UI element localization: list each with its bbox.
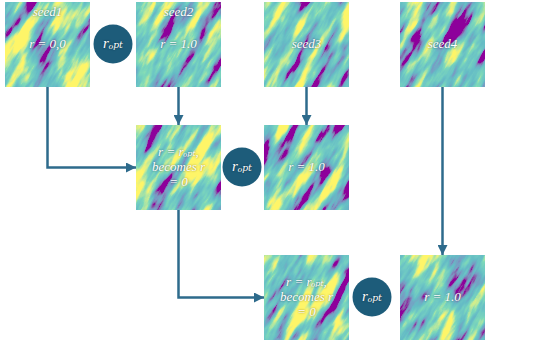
noise-tile: seed3: [264, 2, 349, 87]
noise-tile: r = rₒₚₜ, becomes r = 0: [136, 125, 221, 210]
noise-field: [136, 2, 221, 87]
r-value: r = 1.0: [424, 290, 461, 305]
seed-label: seed1: [33, 5, 63, 20]
flow-arrow: [179, 210, 265, 298]
flow-arrow: [441, 87, 444, 255]
noise-field: [5, 2, 90, 87]
noise-tile: r = 1.0: [400, 255, 485, 340]
ropt-label: rₒₚₜ: [232, 158, 252, 175]
ropt-label: rₒₚₜ: [362, 288, 382, 305]
noise-tile: seed1 r = 0,0: [5, 2, 90, 87]
ropt-circle: rₒₚₜ: [222, 147, 262, 187]
noise-field: [400, 255, 485, 340]
ropt-label: rₒₚₜ: [103, 35, 123, 52]
r-value: r = rₒₚₜ, becomes r = 0: [147, 145, 211, 190]
noise-field: [400, 2, 485, 87]
r-value: r = 1.0: [160, 37, 197, 52]
noise-tile: r = rₒₚₜ, becomes r = 0: [264, 255, 349, 340]
noise-tile: seed2 r = 1.0: [136, 2, 221, 87]
noise-tile: r = 1.0: [264, 125, 349, 210]
flow-arrow: [305, 87, 308, 125]
seed-label: seed2: [164, 5, 194, 20]
noise-tile: seed4: [400, 2, 485, 87]
flow-arrow: [48, 87, 137, 168]
r-value: seed4: [428, 37, 458, 52]
noise-field: [136, 125, 221, 210]
r-value: r = 1.0: [288, 160, 325, 175]
ropt-circle: rₒₚₜ: [352, 277, 392, 317]
r-value: r = rₒₚₜ, becomes r = 0: [275, 275, 339, 320]
noise-field: [264, 125, 349, 210]
r-value: seed3: [292, 37, 322, 52]
r-value: r = 0,0: [29, 37, 66, 52]
ropt-circle: rₒₚₜ: [93, 24, 133, 64]
flow-arrow: [177, 87, 180, 125]
noise-field: [264, 2, 349, 87]
noise-field: [264, 255, 349, 340]
